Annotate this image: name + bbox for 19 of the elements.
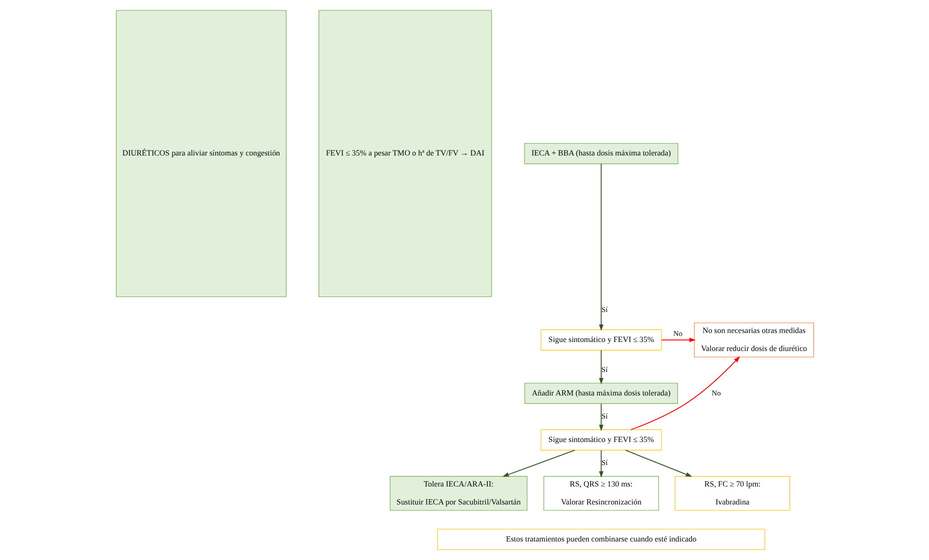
- node-box: RS, QRS ≥ 130 ms: Valorar Resincronización: [543, 476, 658, 511]
- node-box: FEVI ≤ 35% a pesar TMO o hª de TV/FV → DAI: [318, 10, 492, 298]
- node-box: DIURÉTICOS para aliviar síntomas y congestión: [116, 10, 286, 298]
- arrow: [502, 450, 575, 477]
- node-box: Añadir ARM (hasta máxima dosis tolerada): [524, 382, 678, 404]
- node-box: Sigue sintomático y FEVI ≤ 35%: [540, 329, 662, 350]
- node-box: Sigue sintomático y FEVI ≤ 35%: [540, 429, 662, 450]
- arrow: [624, 450, 692, 477]
- node-box: IECA + BBA (hasta dosis máxima tolerada): [524, 143, 678, 164]
- node-box: Tolera IECA/ARA-II: Sustituir IECA por Sacubitril/Valsartán: [389, 476, 527, 511]
- arrow: [598, 350, 603, 384]
- arrow: [660, 338, 696, 342]
- node-box: No son necesarias otras medidas Valorar reducir dosis de diurético: [694, 322, 814, 358]
- arrow: [630, 356, 740, 430]
- arrow: [598, 403, 603, 432]
- node-box: RS, FC ≥ 70 lpm: Ivabradina: [674, 476, 790, 511]
- arrow: [598, 450, 603, 478]
- arrow: [598, 163, 603, 331]
- node-box: Estos tratamientos pueden combinarse cuando esté indicado: [436, 528, 765, 550]
